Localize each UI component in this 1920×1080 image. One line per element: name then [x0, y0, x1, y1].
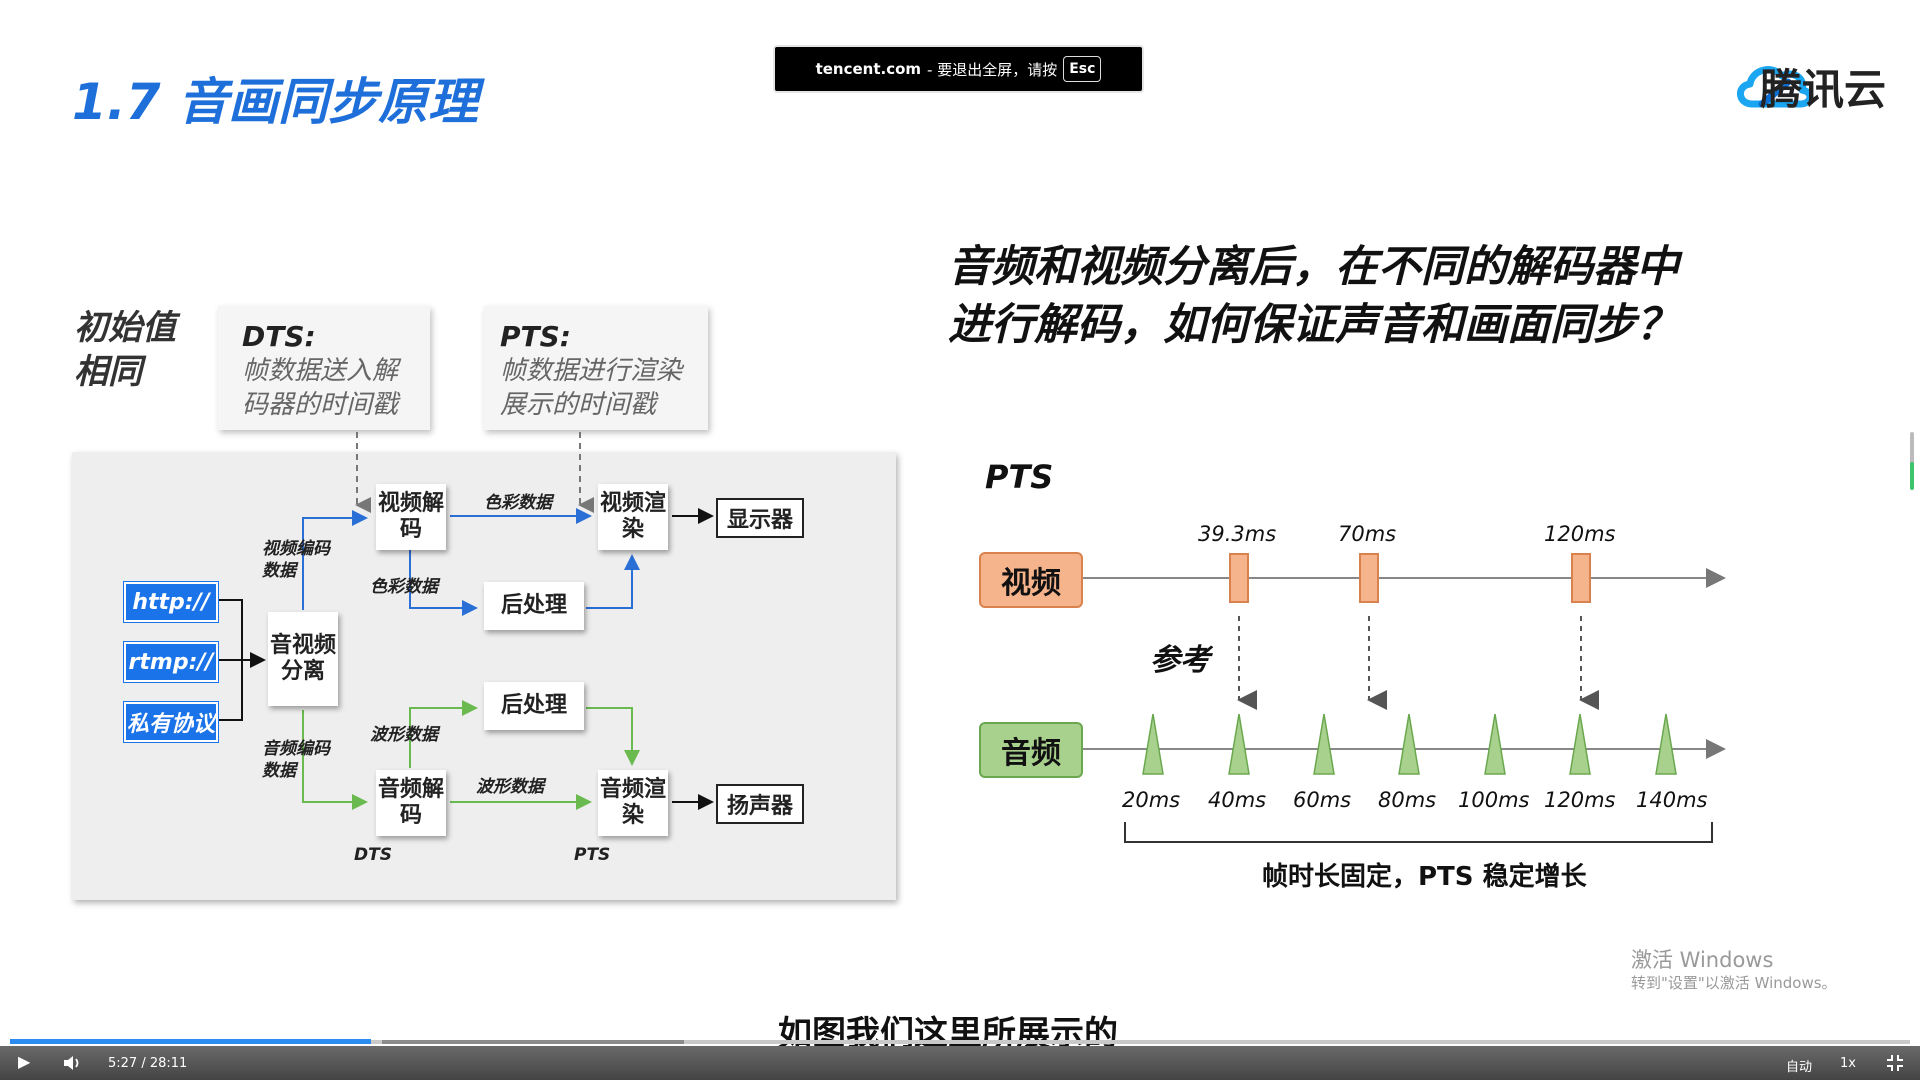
protocol-rtmp: rtmp:// — [124, 642, 218, 682]
dts-card-title: DTS: — [242, 320, 316, 353]
progress-track[interactable] — [10, 1040, 1910, 1044]
protocol-http: http:// — [124, 582, 218, 622]
progress-played — [10, 1039, 371, 1044]
dts-marker-label: DTS — [354, 845, 392, 865]
side-scroll-indicator-active — [1910, 462, 1914, 490]
audio-render-box: 音频渲染 — [598, 770, 668, 836]
pts-card-title: PTS: — [500, 320, 571, 353]
audio-frame-3 — [1313, 713, 1335, 775]
dts-card: DTS: 帧数据送入解 码器的时间戳 — [218, 306, 430, 430]
audio-frame-5 — [1484, 713, 1506, 775]
audio-frame-2 — [1228, 713, 1250, 775]
audio-encoded-label: 音频编码 数据 — [262, 738, 330, 782]
audio-frame-4 — [1398, 713, 1420, 775]
initial-label-line2: 相同 — [74, 352, 142, 392]
waveform-data-label-1: 波形数据 — [370, 725, 438, 745]
logo-text: 腾讯云 — [1760, 65, 1887, 114]
notice-message: - 要退出全屏，请按 — [927, 60, 1058, 79]
display-box: 显示器 — [716, 498, 804, 538]
play-icon[interactable]: ▶ — [18, 1052, 31, 1071]
sync-question: 音频和视频分离后，在不同的解码器中 进行解码，如何保证声音和画面同步？ — [948, 238, 1679, 354]
pts-desc-line2: 展示的时间戳 — [500, 390, 657, 420]
notice-domain: tencent.com — [815, 60, 922, 78]
side-scroll-indicator[interactable] — [1910, 432, 1914, 488]
volume-icon[interactable] — [62, 1054, 82, 1072]
pts-marker-label: PTS — [574, 845, 611, 865]
pts-desc-line1: 帧数据进行渲染 — [500, 356, 683, 386]
post-process-bottom-box: 后处理 — [484, 682, 584, 730]
protocol-private: 私有协议 — [124, 702, 218, 742]
video-tick-3: 120ms — [1544, 522, 1616, 546]
activate-windows-title: 激活 Windows — [1631, 948, 1774, 972]
audio-tick-1: 20ms — [1122, 788, 1181, 812]
demux-box: 音视频分离 — [268, 612, 338, 706]
pts-title: PTS — [985, 458, 1054, 496]
dts-desc-line2: 码器的时间戳 — [242, 390, 399, 420]
dts-card-desc: 帧数据送入解 码器的时间戳 — [242, 354, 398, 422]
pts-card: PTS: 帧数据进行渲染 展示的时间戳 — [484, 306, 708, 430]
activate-windows-subtitle: 转到"设置"以激活 Windows。 — [1631, 974, 1837, 992]
dts-desc-line1: 帧数据送入解 — [242, 356, 399, 386]
audio-tick-4: 80ms — [1378, 788, 1437, 812]
audio-frame-1 — [1142, 713, 1164, 775]
audio-encoded-line2: 数据 — [262, 761, 296, 781]
fullscreen-notice: tencent.com - 要退出全屏，请按 Esc — [773, 45, 1144, 93]
video-tick-2: 70ms — [1338, 522, 1397, 546]
tencent-cloud-logo-icon — [1737, 66, 1814, 108]
pts-card-desc: 帧数据进行渲染 展示的时间戳 — [500, 354, 682, 422]
video-encoded-line2: 数据 — [262, 561, 296, 581]
post-process-top-box: 后处理 — [484, 582, 584, 630]
video-tick-1: 39.3ms — [1198, 522, 1277, 546]
initial-value-label: 初始值 相同 — [74, 306, 176, 394]
audio-decode-box: 音频解码 — [376, 770, 446, 836]
video-frame-3 — [1571, 553, 1591, 603]
video-encoded-line1: 视频编码 — [262, 539, 330, 559]
player-control-bar — [0, 1046, 1920, 1080]
audio-tick-5: 100ms — [1458, 788, 1530, 812]
waveform-data-label-2: 波形数据 — [476, 777, 544, 797]
speaker-box: 扬声器 — [716, 784, 804, 824]
timeline-caption: 帧时长固定，PTS 稳定增长 — [1262, 862, 1587, 892]
audio-tick-2: 40ms — [1208, 788, 1267, 812]
audio-track-label: 音频 — [979, 722, 1083, 778]
time-display: 5:27 / 28:11 — [108, 1056, 188, 1071]
video-render-box: 视频渲染 — [598, 484, 668, 550]
question-line1: 音频和视频分离后，在不同的解码器中 — [948, 242, 1679, 292]
quality-button[interactable]: 自动 — [1786, 1060, 1813, 1075]
speed-button[interactable]: 1x — [1840, 1056, 1856, 1071]
esc-key: Esc — [1063, 56, 1102, 82]
slide-title: 1.7 音画同步原理 — [72, 73, 478, 131]
video-decode-box: 视频解码 — [376, 484, 446, 550]
color-data-label-1: 色彩数据 — [484, 493, 552, 513]
audio-encoded-line1: 音频编码 — [262, 739, 330, 759]
question-line2: 进行解码，如何保证声音和画面同步？ — [948, 300, 1679, 350]
exit-fullscreen-icon[interactable] — [1886, 1054, 1904, 1072]
video-frame-2 — [1359, 553, 1379, 603]
reference-label: 参考 — [1150, 643, 1210, 678]
audio-tick-6: 120ms — [1544, 788, 1616, 812]
progress-buffered — [382, 1040, 684, 1044]
color-data-label-2: 色彩数据 — [370, 577, 438, 597]
audio-tick-3: 60ms — [1293, 788, 1352, 812]
video-track-label: 视频 — [979, 552, 1083, 608]
initial-label-line1: 初始值 — [74, 308, 176, 348]
video-frame-1 — [1229, 553, 1249, 603]
audio-frame-6 — [1569, 713, 1591, 775]
audio-frame-7 — [1655, 713, 1677, 775]
video-encoded-label: 视频编码 数据 — [262, 538, 330, 582]
audio-tick-7: 140ms — [1636, 788, 1708, 812]
